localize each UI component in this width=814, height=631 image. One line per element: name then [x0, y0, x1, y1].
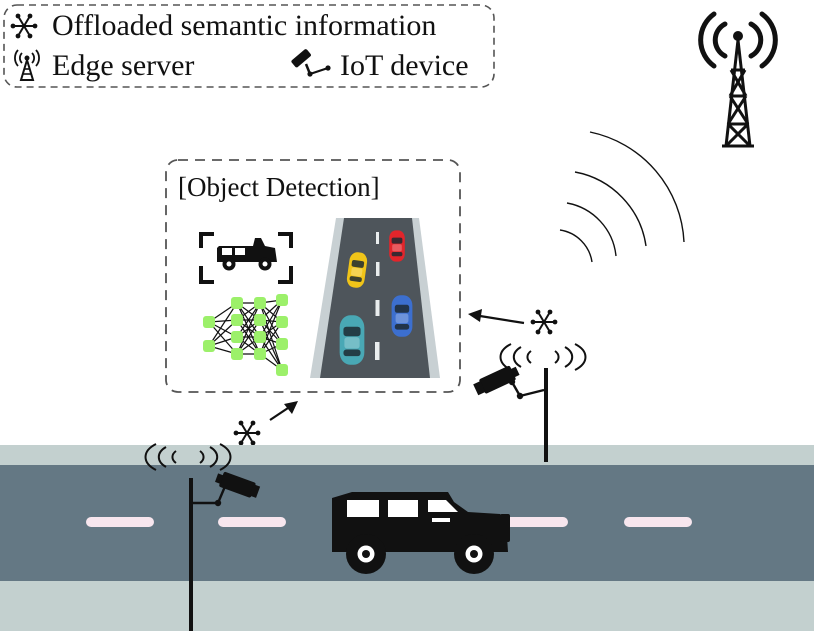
asterisk-node-icon — [9, 12, 39, 40]
iot-camera-left — [144, 443, 261, 631]
detection-panel-title: [Object Detection] — [178, 172, 380, 202]
vehicle-jeep-icon — [332, 492, 510, 574]
legend: Offloaded semantic information Edge serv… — [3, 4, 495, 88]
asterisk-node-icon-left — [232, 419, 262, 447]
bounding-box-icon — [199, 232, 293, 284]
radio-tower-icon — [14, 49, 40, 81]
legend-iot-device-label: IoT device — [340, 49, 469, 82]
blue-car — [391, 295, 413, 337]
legend-edge-server-label: Edge server — [52, 49, 194, 82]
wireless-broadcast-arcs — [559, 131, 685, 263]
lane-mark — [218, 517, 286, 527]
teal-car — [339, 315, 365, 365]
red-car — [389, 230, 405, 262]
asterisk-node-icon-right — [529, 308, 559, 336]
offload-arrow-right — [468, 309, 525, 325]
legend-semantic-label: Offloaded semantic information — [52, 9, 436, 42]
edge-server-tower-icon — [698, 11, 778, 148]
lane-mark — [500, 517, 568, 527]
detection-panel-border — [165, 159, 461, 393]
surveillance-camera-icon — [291, 49, 331, 77]
object-detection-panel: [Object Detection] — [165, 159, 461, 393]
legend-box — [3, 4, 495, 88]
offload-arrow-left — [269, 401, 298, 421]
iot-camera-right — [473, 343, 587, 462]
jeep-icon — [217, 238, 277, 271]
lane-mark — [624, 517, 692, 527]
neural-network-icon — [203, 294, 288, 376]
lane-mark — [86, 517, 154, 527]
road-top-view-image — [310, 218, 440, 378]
